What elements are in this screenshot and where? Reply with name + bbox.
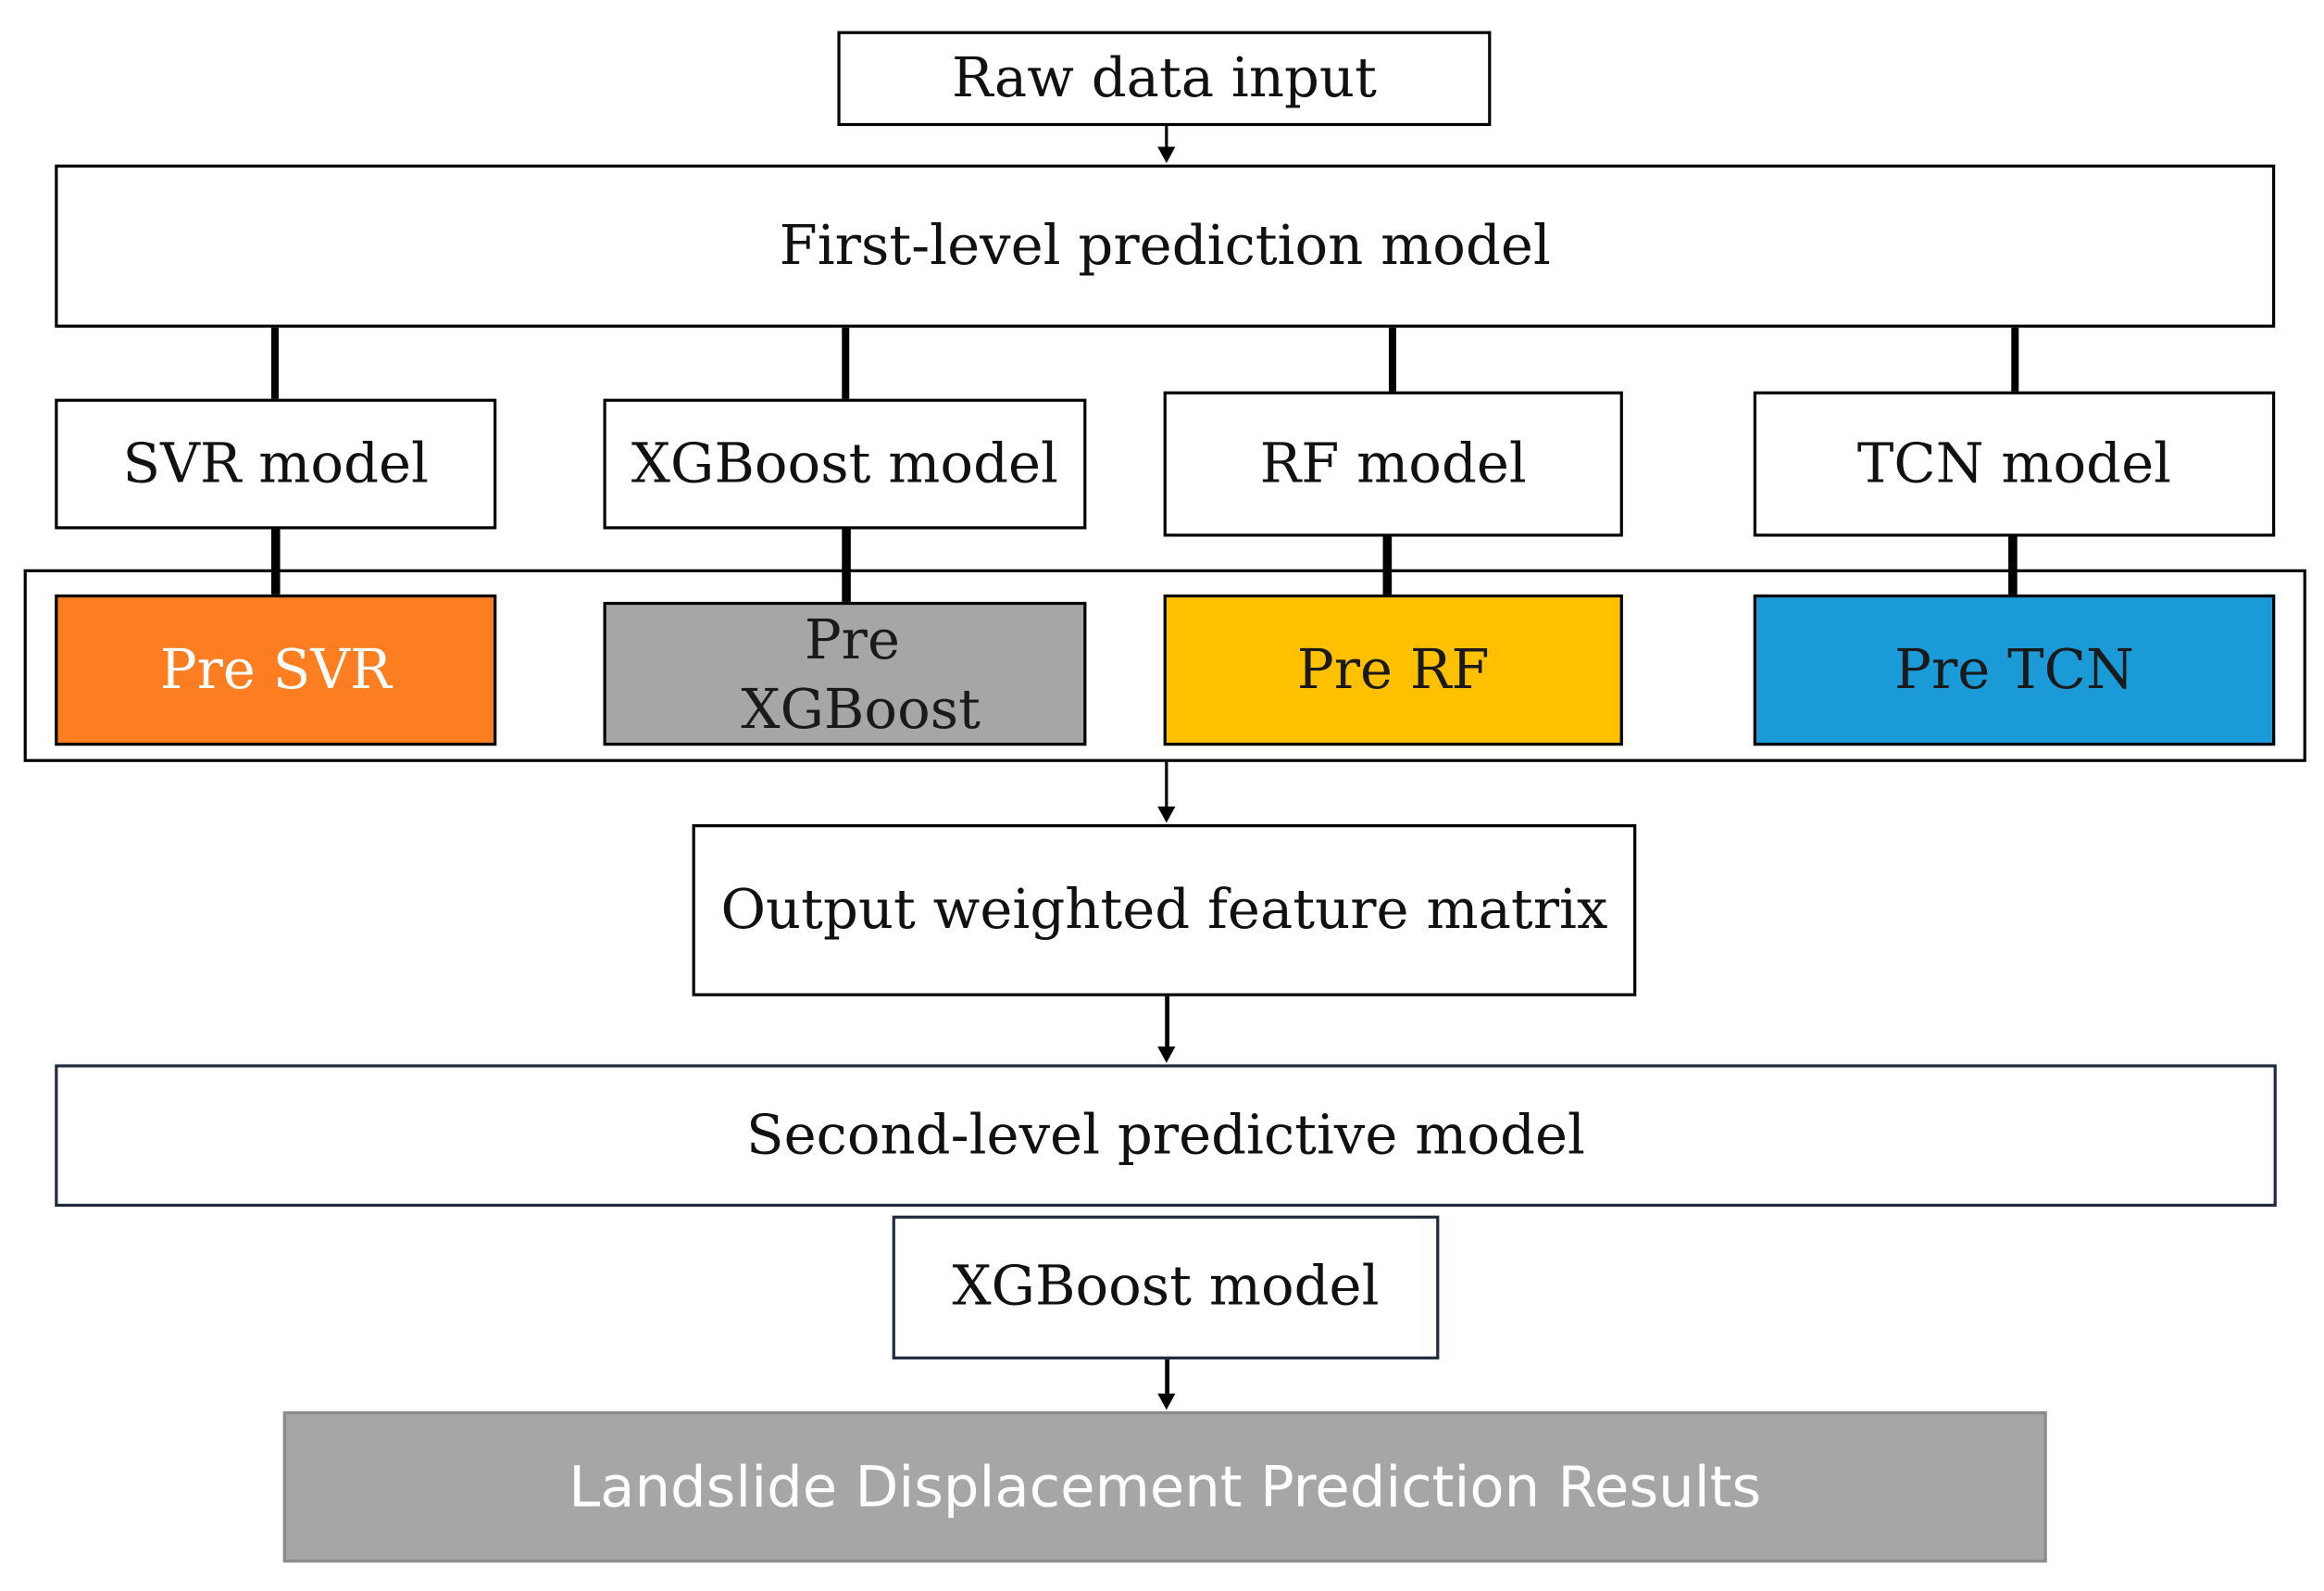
pre-rf-label: Pre RF — [1296, 637, 1490, 701]
meta-xgboost-model-node: XGBoost model — [892, 1215, 1440, 1359]
arrow-raw-to-first-level — [1165, 126, 1168, 150]
xgboost-model-label: XGBoost model — [631, 431, 1058, 495]
connector-tcn-to-pre — [2008, 536, 2018, 602]
arrow-head-1 — [1157, 146, 1176, 164]
connector-rf-to-pre — [1382, 536, 1393, 602]
arrow-meta-to-results — [1165, 1359, 1170, 1396]
connector-svr-to-pre — [270, 529, 281, 595]
weighted-feature-matrix-label: Output weighted feature matrix — [720, 877, 1608, 942]
weighted-feature-matrix-node: Output weighted feature matrix — [692, 824, 1637, 996]
first-level-model-label: First-level prediction model — [779, 213, 1551, 278]
pre-xgboost-label: Pre XGBoost — [741, 607, 981, 741]
pre-tcn-node: Pre TCN — [1753, 594, 2276, 746]
second-level-model-node: Second-level predictive model — [55, 1064, 2277, 1208]
rf-model-label: RF model — [1259, 431, 1527, 495]
rf-model-node: RF model — [1163, 391, 1623, 537]
pre-svr-label: Pre SVR — [159, 637, 392, 701]
second-level-model-label: Second-level predictive model — [746, 1102, 1586, 1167]
raw-data-input-node: Raw data input — [837, 31, 1492, 127]
tcn-model-label: TCN model — [1856, 431, 2172, 495]
first-level-model-node: First-level prediction model — [55, 164, 2276, 328]
arrow-matrix-to-second-level — [1165, 996, 1170, 1048]
pre-tcn-label: Pre TCN — [1894, 637, 2134, 701]
prediction-results-node: Landslide Displacement Prediction Result… — [282, 1410, 2047, 1563]
connector-first-to-xgboost — [842, 327, 850, 399]
connector-first-to-tcn — [2011, 327, 2019, 392]
prediction-results-label: Landslide Displacement Prediction Result… — [569, 1454, 1762, 1520]
predictions-group-frame — [23, 569, 2306, 762]
connector-first-to-rf — [1388, 327, 1396, 392]
xgboost-model-node: XGBoost model — [603, 398, 1087, 530]
arrow-pre-to-matrix — [1165, 761, 1168, 808]
connector-first-to-svr — [270, 327, 279, 399]
svr-model-label: SVR model — [122, 431, 430, 495]
arrow-head-4 — [1157, 1393, 1176, 1410]
raw-data-input-label: Raw data input — [951, 45, 1377, 110]
pre-svr-node: Pre SVR — [55, 594, 497, 746]
tcn-model-node: TCN model — [1753, 391, 2276, 537]
pre-rf-node: Pre RF — [1163, 594, 1623, 746]
arrow-head-3 — [1157, 1046, 1176, 1063]
meta-xgboost-model-label: XGBoost model — [952, 1254, 1380, 1319]
arrow-head-2 — [1157, 806, 1176, 823]
connector-xgboost-to-pre — [842, 529, 851, 602]
svr-model-node: SVR model — [55, 398, 497, 530]
pre-xgboost-node: Pre XGBoost — [603, 601, 1087, 746]
